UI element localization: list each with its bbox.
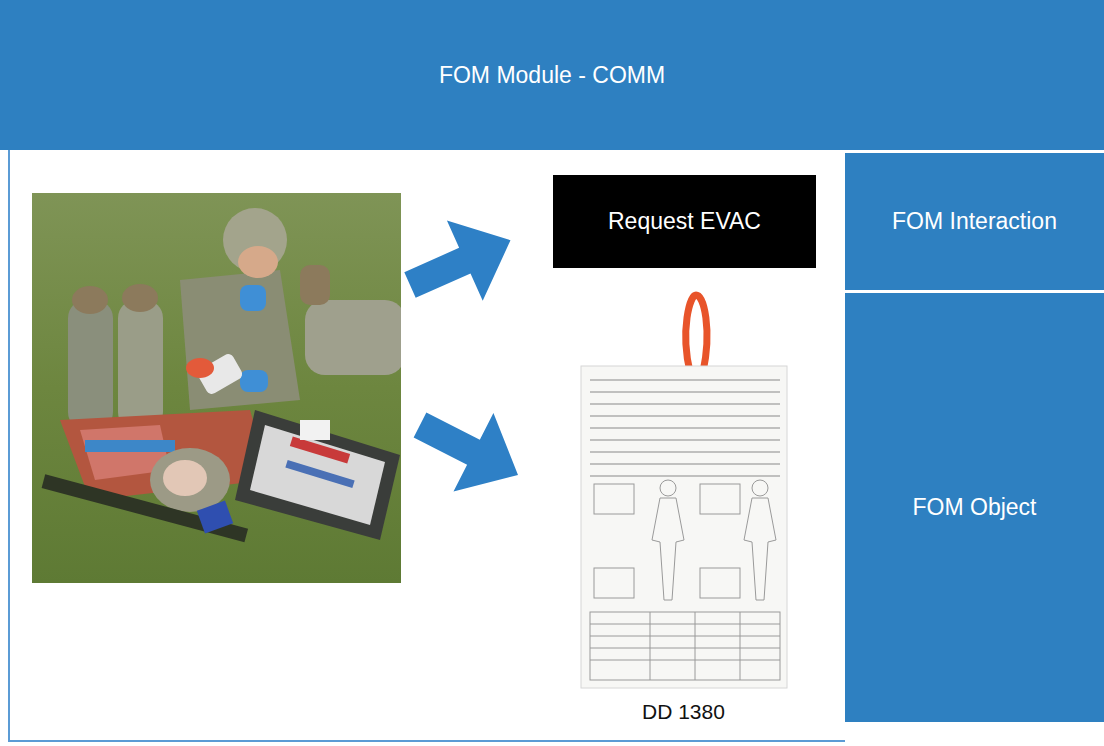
frame-border bbox=[9, 150, 845, 741]
node-text: FOM Interaction bbox=[892, 208, 1057, 235]
interaction-box: Request EVAC bbox=[553, 175, 816, 268]
module-band: FOM Module - COMM bbox=[0, 0, 1104, 150]
category-box: FOM Interaction bbox=[845, 153, 1104, 290]
dd1380-card bbox=[581, 295, 787, 688]
casualty-photo bbox=[32, 193, 405, 583]
node-text: FOM Object bbox=[913, 494, 1037, 521]
node-text: FOM Module - COMM bbox=[439, 62, 665, 89]
category-box: FOM Object bbox=[845, 293, 1104, 722]
node-text: Request EVAC bbox=[608, 208, 761, 235]
flow-arrows bbox=[392, 200, 538, 514]
form-caption: DD 1380 bbox=[642, 700, 725, 724]
